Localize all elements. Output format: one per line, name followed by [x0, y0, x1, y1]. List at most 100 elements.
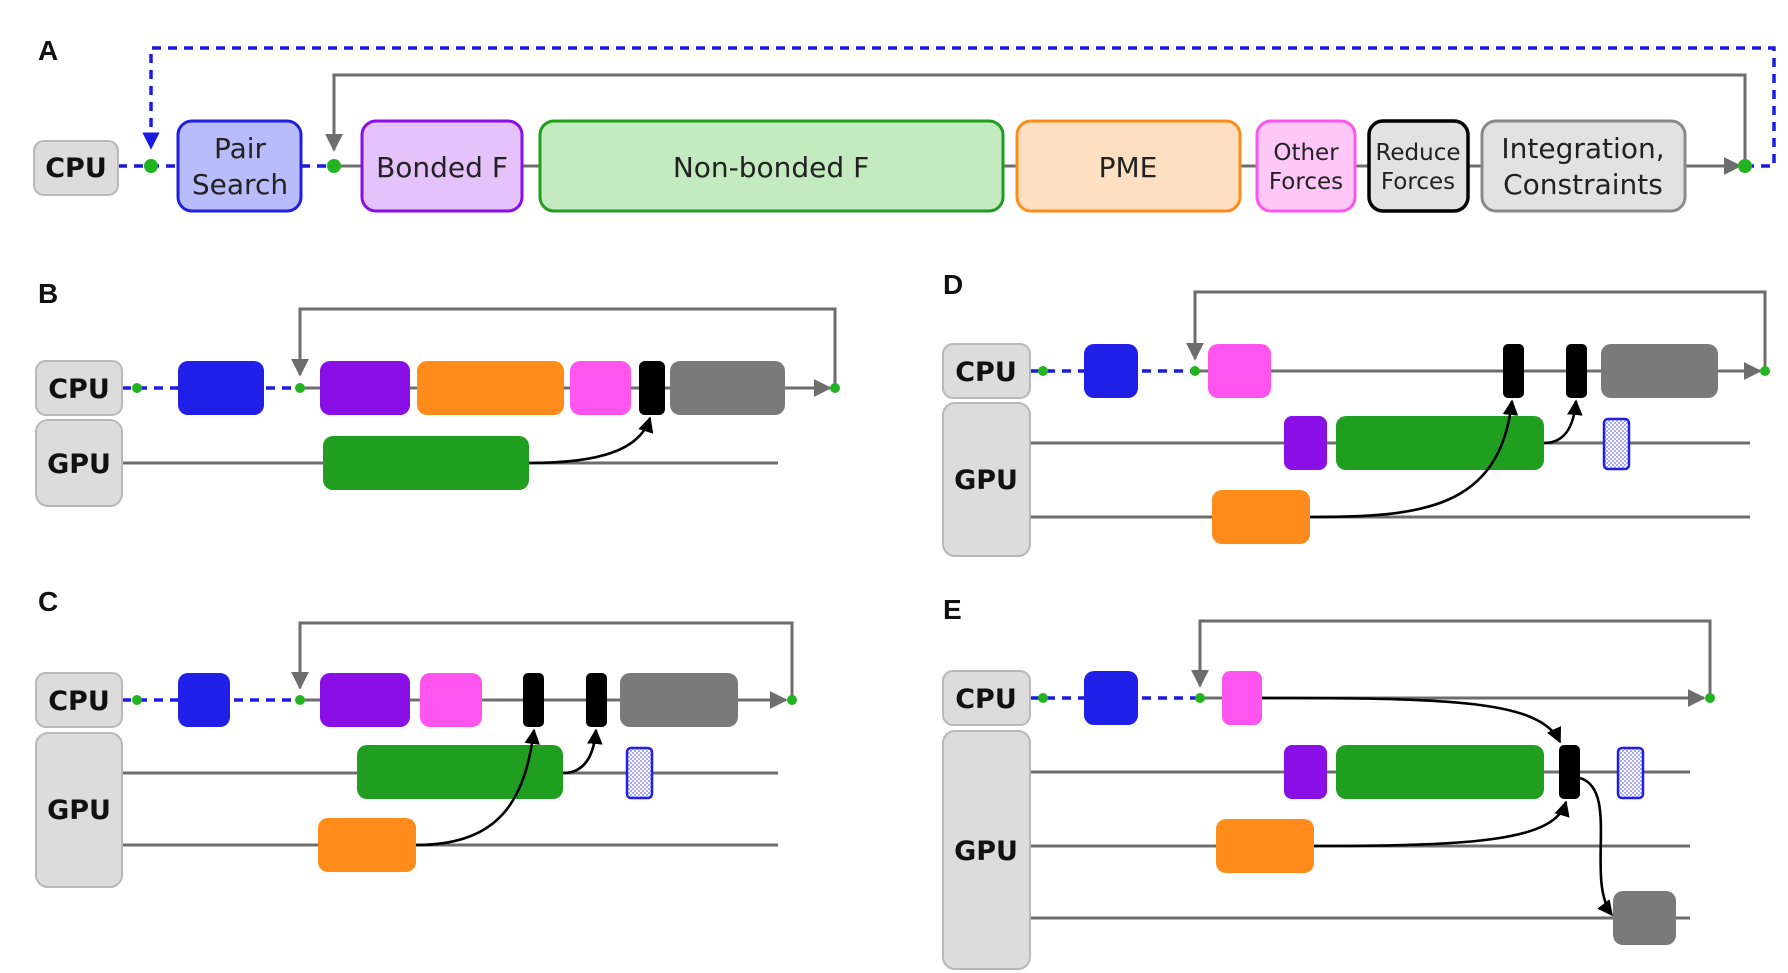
pme-block	[318, 818, 416, 872]
sync-point	[1190, 366, 1200, 376]
gpu-label: GPU	[954, 465, 1018, 496]
nonbonded-force-stage	[538, 119, 1005, 213]
integration-label-line1: Integration,	[1501, 132, 1664, 165]
other-forces-block	[1208, 344, 1271, 398]
force-loop-arrow	[291, 307, 837, 388]
cpu-label-box	[942, 670, 1031, 726]
gpu-label: GPU	[954, 836, 1018, 867]
transfer-arrow	[1261, 696, 1562, 744]
other-forces-label-line1: Other	[1273, 140, 1339, 166]
other-forces-label-line2: Forces	[1269, 169, 1343, 195]
transfer-arrow	[1313, 800, 1570, 848]
bonded-force-block	[320, 361, 410, 415]
sync-point	[1760, 366, 1770, 376]
sync-point	[787, 695, 797, 705]
force-loop-arrow	[1191, 619, 1712, 698]
transfer-arrow	[415, 728, 540, 847]
sync-point	[132, 383, 142, 393]
nonbonded-force-block	[357, 745, 563, 799]
nonbonded-force-block	[1336, 745, 1544, 799]
sync-point	[1705, 693, 1715, 703]
gpu-label-box	[942, 402, 1031, 557]
reduce-forces-block	[523, 673, 544, 727]
pair-search-label-line2: Search	[192, 168, 288, 201]
reduce-forces-block	[1566, 344, 1587, 398]
transfer-arrow	[1309, 399, 1519, 519]
force-loop-arrow	[325, 73, 1747, 160]
nonbonded-force-label: Non-bonded F	[673, 151, 869, 184]
other-forces-block	[1222, 671, 1262, 725]
sync-point	[295, 695, 305, 705]
bonded-force-block	[1284, 416, 1327, 470]
transfer-arrow	[562, 728, 603, 775]
bonded-force-label: Bonded F	[376, 151, 508, 184]
transfer-block	[1602, 417, 1631, 471]
cpu-label: CPU	[48, 686, 110, 717]
transfer-arrow	[528, 416, 654, 465]
reduce-forces-block	[586, 673, 607, 727]
force-loop-arrow	[291, 621, 794, 700]
transfer-block	[1616, 746, 1645, 800]
integration-block	[620, 673, 738, 727]
bonded-force-block	[320, 673, 410, 727]
integration-block	[1613, 891, 1676, 945]
panel-b: B CPU GPU	[35, 278, 840, 507]
other-forces-block	[420, 673, 482, 727]
pair-search-block	[1084, 671, 1138, 725]
sync-point	[830, 383, 840, 393]
panel-a: A CPU Pair Search Bonded F Non-bonded F …	[33, 35, 1776, 213]
pair-search-block	[1084, 344, 1138, 398]
transfer-arrow	[1543, 399, 1583, 445]
reduce-forces-block	[1503, 344, 1524, 398]
gpu-label: GPU	[47, 449, 111, 480]
gpu-label: GPU	[47, 795, 111, 826]
sync-point	[1195, 693, 1205, 703]
transfer-arrow	[1579, 776, 1614, 917]
sync-point	[1038, 693, 1048, 703]
sync-point	[327, 159, 341, 173]
sync-point	[132, 695, 142, 705]
nonbonded-force-block	[1336, 416, 1544, 470]
other-forces-stage	[1255, 119, 1357, 213]
pair-search-block	[178, 673, 230, 727]
pme-block	[1212, 490, 1310, 544]
cpu-label-box	[942, 343, 1031, 399]
integration-stage	[1480, 119, 1687, 213]
panel-e: E CPU GPU	[942, 594, 1715, 970]
integration-block	[670, 361, 785, 415]
cpu-label: CPU	[48, 374, 110, 405]
integration-block	[1601, 344, 1718, 398]
panel-d: D CPU GPU	[942, 269, 1770, 557]
transfer-block	[625, 746, 654, 800]
pair-search-loop-arrow	[142, 46, 1776, 168]
cpu-label-box	[33, 140, 119, 196]
sync-point	[1038, 366, 1048, 376]
panel-label-d: D	[943, 269, 963, 300]
pair-search-label-line1: Pair	[214, 132, 267, 165]
bonded-force-block	[1284, 745, 1327, 799]
cpu-label-box	[35, 672, 123, 728]
sync-point	[144, 159, 158, 173]
cpu-label: CPU	[45, 153, 107, 184]
integration-label-line2: Constraints	[1503, 168, 1663, 201]
panel-label-b: B	[38, 278, 58, 309]
pair-search-stage	[176, 119, 303, 213]
panel-label-e: E	[943, 594, 962, 625]
gpu-label-box	[942, 730, 1031, 970]
nonbonded-force-block	[323, 436, 529, 490]
pair-search-block	[178, 361, 264, 415]
pme-block	[1216, 819, 1314, 873]
panel-c: C CPU GPU	[35, 586, 797, 888]
reduce-forces-block	[639, 361, 665, 415]
cpu-label: CPU	[955, 684, 1017, 715]
reduce-forces-stage	[1367, 119, 1470, 213]
reduce-forces-block	[1559, 745, 1580, 799]
pme-stage	[1015, 119, 1242, 213]
sync-point	[1738, 159, 1752, 173]
sync-point	[295, 383, 305, 393]
pme-block	[417, 361, 564, 415]
gpu-label-box	[35, 732, 123, 888]
cpu-label-box	[35, 360, 123, 416]
other-forces-block	[570, 361, 631, 415]
